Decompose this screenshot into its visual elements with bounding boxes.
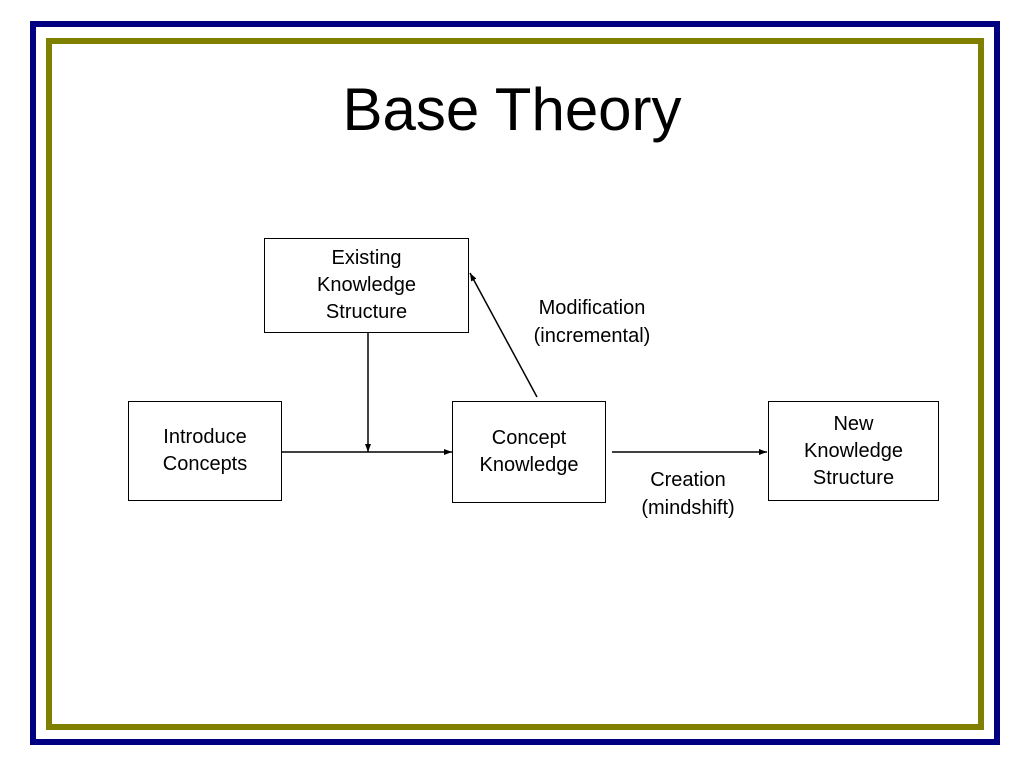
node-concept-knowledge: Concept Knowledge [452,401,606,503]
label-modification: Modification (incremental) [533,297,651,347]
inner-border [46,38,984,730]
node-new-knowledge-structure: New Knowledge Structure [768,401,939,501]
outer-border [30,21,1000,745]
node-introduce-concepts: Introduce Concepts [128,401,282,501]
slide-title: Base Theory [342,76,682,143]
edge-concept-to-existing [469,272,538,398]
label-creation: Creation (mindshift) [641,469,735,519]
node-existing-knowledge-structure: Existing Knowledge Structure [264,238,469,333]
